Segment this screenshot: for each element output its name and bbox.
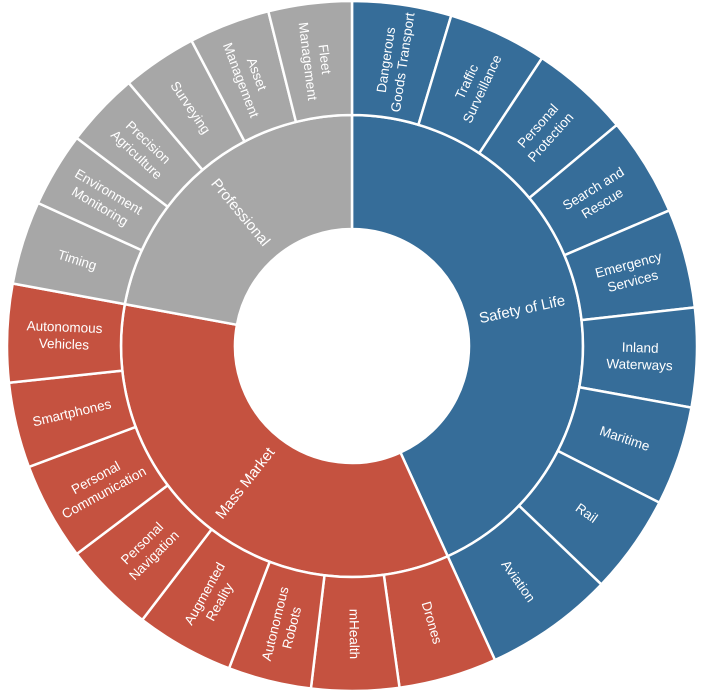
label-dangerous-goods-transport: DangerousGoods Transport [371,9,417,113]
segment-fleet-management[interactable] [266,0,354,124]
label-inland-waterways: InlandWaterways [606,339,674,373]
label-mhealth: mHealth [346,609,361,659]
outer-ring [5,0,699,693]
label-autonomous-vehicles: AutonomousVehicles [26,318,103,353]
inner-ring [119,113,585,579]
